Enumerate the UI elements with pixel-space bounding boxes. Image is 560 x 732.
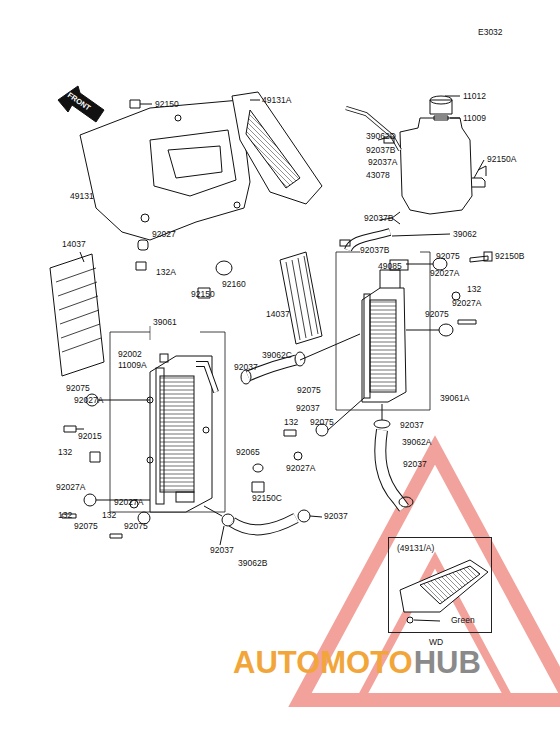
part-number: 49085 <box>378 262 402 271</box>
part-number: 39062B <box>238 559 267 568</box>
part-number: 92037 <box>403 460 427 469</box>
part-number: 49131A <box>262 96 291 105</box>
part-number: 92160 <box>222 280 246 289</box>
part-number: 92075 <box>436 252 460 261</box>
part-number: 92075 <box>297 386 321 395</box>
part-number: 92075 <box>74 522 98 531</box>
model-code: WD <box>429 638 443 647</box>
part-number: 92027A <box>114 498 143 507</box>
part-number: 92037B <box>364 214 393 223</box>
part-number: 92027A <box>56 483 85 492</box>
part-number: 43078 <box>366 171 390 180</box>
part-number: 39062C <box>262 351 292 360</box>
part-number: 92027 <box>152 230 176 239</box>
part-number: 39062 <box>453 230 477 239</box>
part-number: 92150 <box>191 290 215 299</box>
front-arrow <box>58 86 104 122</box>
part-number: 39061A <box>440 394 469 403</box>
part-number: 92037 <box>400 421 424 430</box>
part-number: 92037B <box>360 246 389 255</box>
part-number: 11012 <box>463 92 486 101</box>
part-number: 92037B <box>366 146 395 155</box>
part-number: 39061 <box>153 318 177 327</box>
part-number: 92037 <box>296 404 320 413</box>
part-number: 132 <box>58 511 72 520</box>
part-number: 132A <box>156 268 176 277</box>
part-number: 92150B <box>495 252 524 261</box>
part-number: 92075 <box>124 522 148 531</box>
part-number: 92027A <box>74 396 103 405</box>
part-number: 92027A <box>452 299 481 308</box>
part-number: 11009 <box>463 114 486 123</box>
part-number: 92075 <box>425 310 449 319</box>
figure-code: E3032 <box>478 28 503 37</box>
part-number: 132 <box>102 511 116 520</box>
part-number: 92037 <box>234 363 258 372</box>
part-number: 39062A <box>402 438 431 447</box>
part-number: 92027A <box>286 464 315 473</box>
part-number: 92065 <box>236 448 260 457</box>
inset-reference: (49131/A) <box>397 544 434 553</box>
part-number: 92037 <box>324 512 348 521</box>
part-number: 92150C <box>252 494 282 503</box>
part-number: 132 <box>58 448 72 457</box>
watermark: HUB <box>414 647 481 678</box>
part-number: 92015 <box>78 432 102 441</box>
part-number: 92027A <box>430 269 459 278</box>
watermark: AUTOMOTO <box>233 647 413 678</box>
part-number: 49131 <box>70 192 94 201</box>
inset-box: (49131/A)GreenWD <box>388 537 492 633</box>
part-number: 14037 <box>62 240 86 249</box>
part-number: 92037 <box>210 546 234 555</box>
part-number: 11009A <box>118 361 147 370</box>
part-number: 132 <box>284 418 298 427</box>
part-number: 92150A <box>487 155 516 164</box>
part-number: 132 <box>467 285 481 294</box>
part-number: 14037 <box>266 310 290 319</box>
part-number: 92037A <box>368 158 397 167</box>
part-number: 39062D <box>366 132 396 141</box>
part-number: 92075 <box>66 384 90 393</box>
part-number: 92002 <box>118 350 142 359</box>
color-note: Green <box>451 616 475 625</box>
part-number: 92075 <box>310 418 334 427</box>
part-number: 92150 <box>155 100 179 109</box>
